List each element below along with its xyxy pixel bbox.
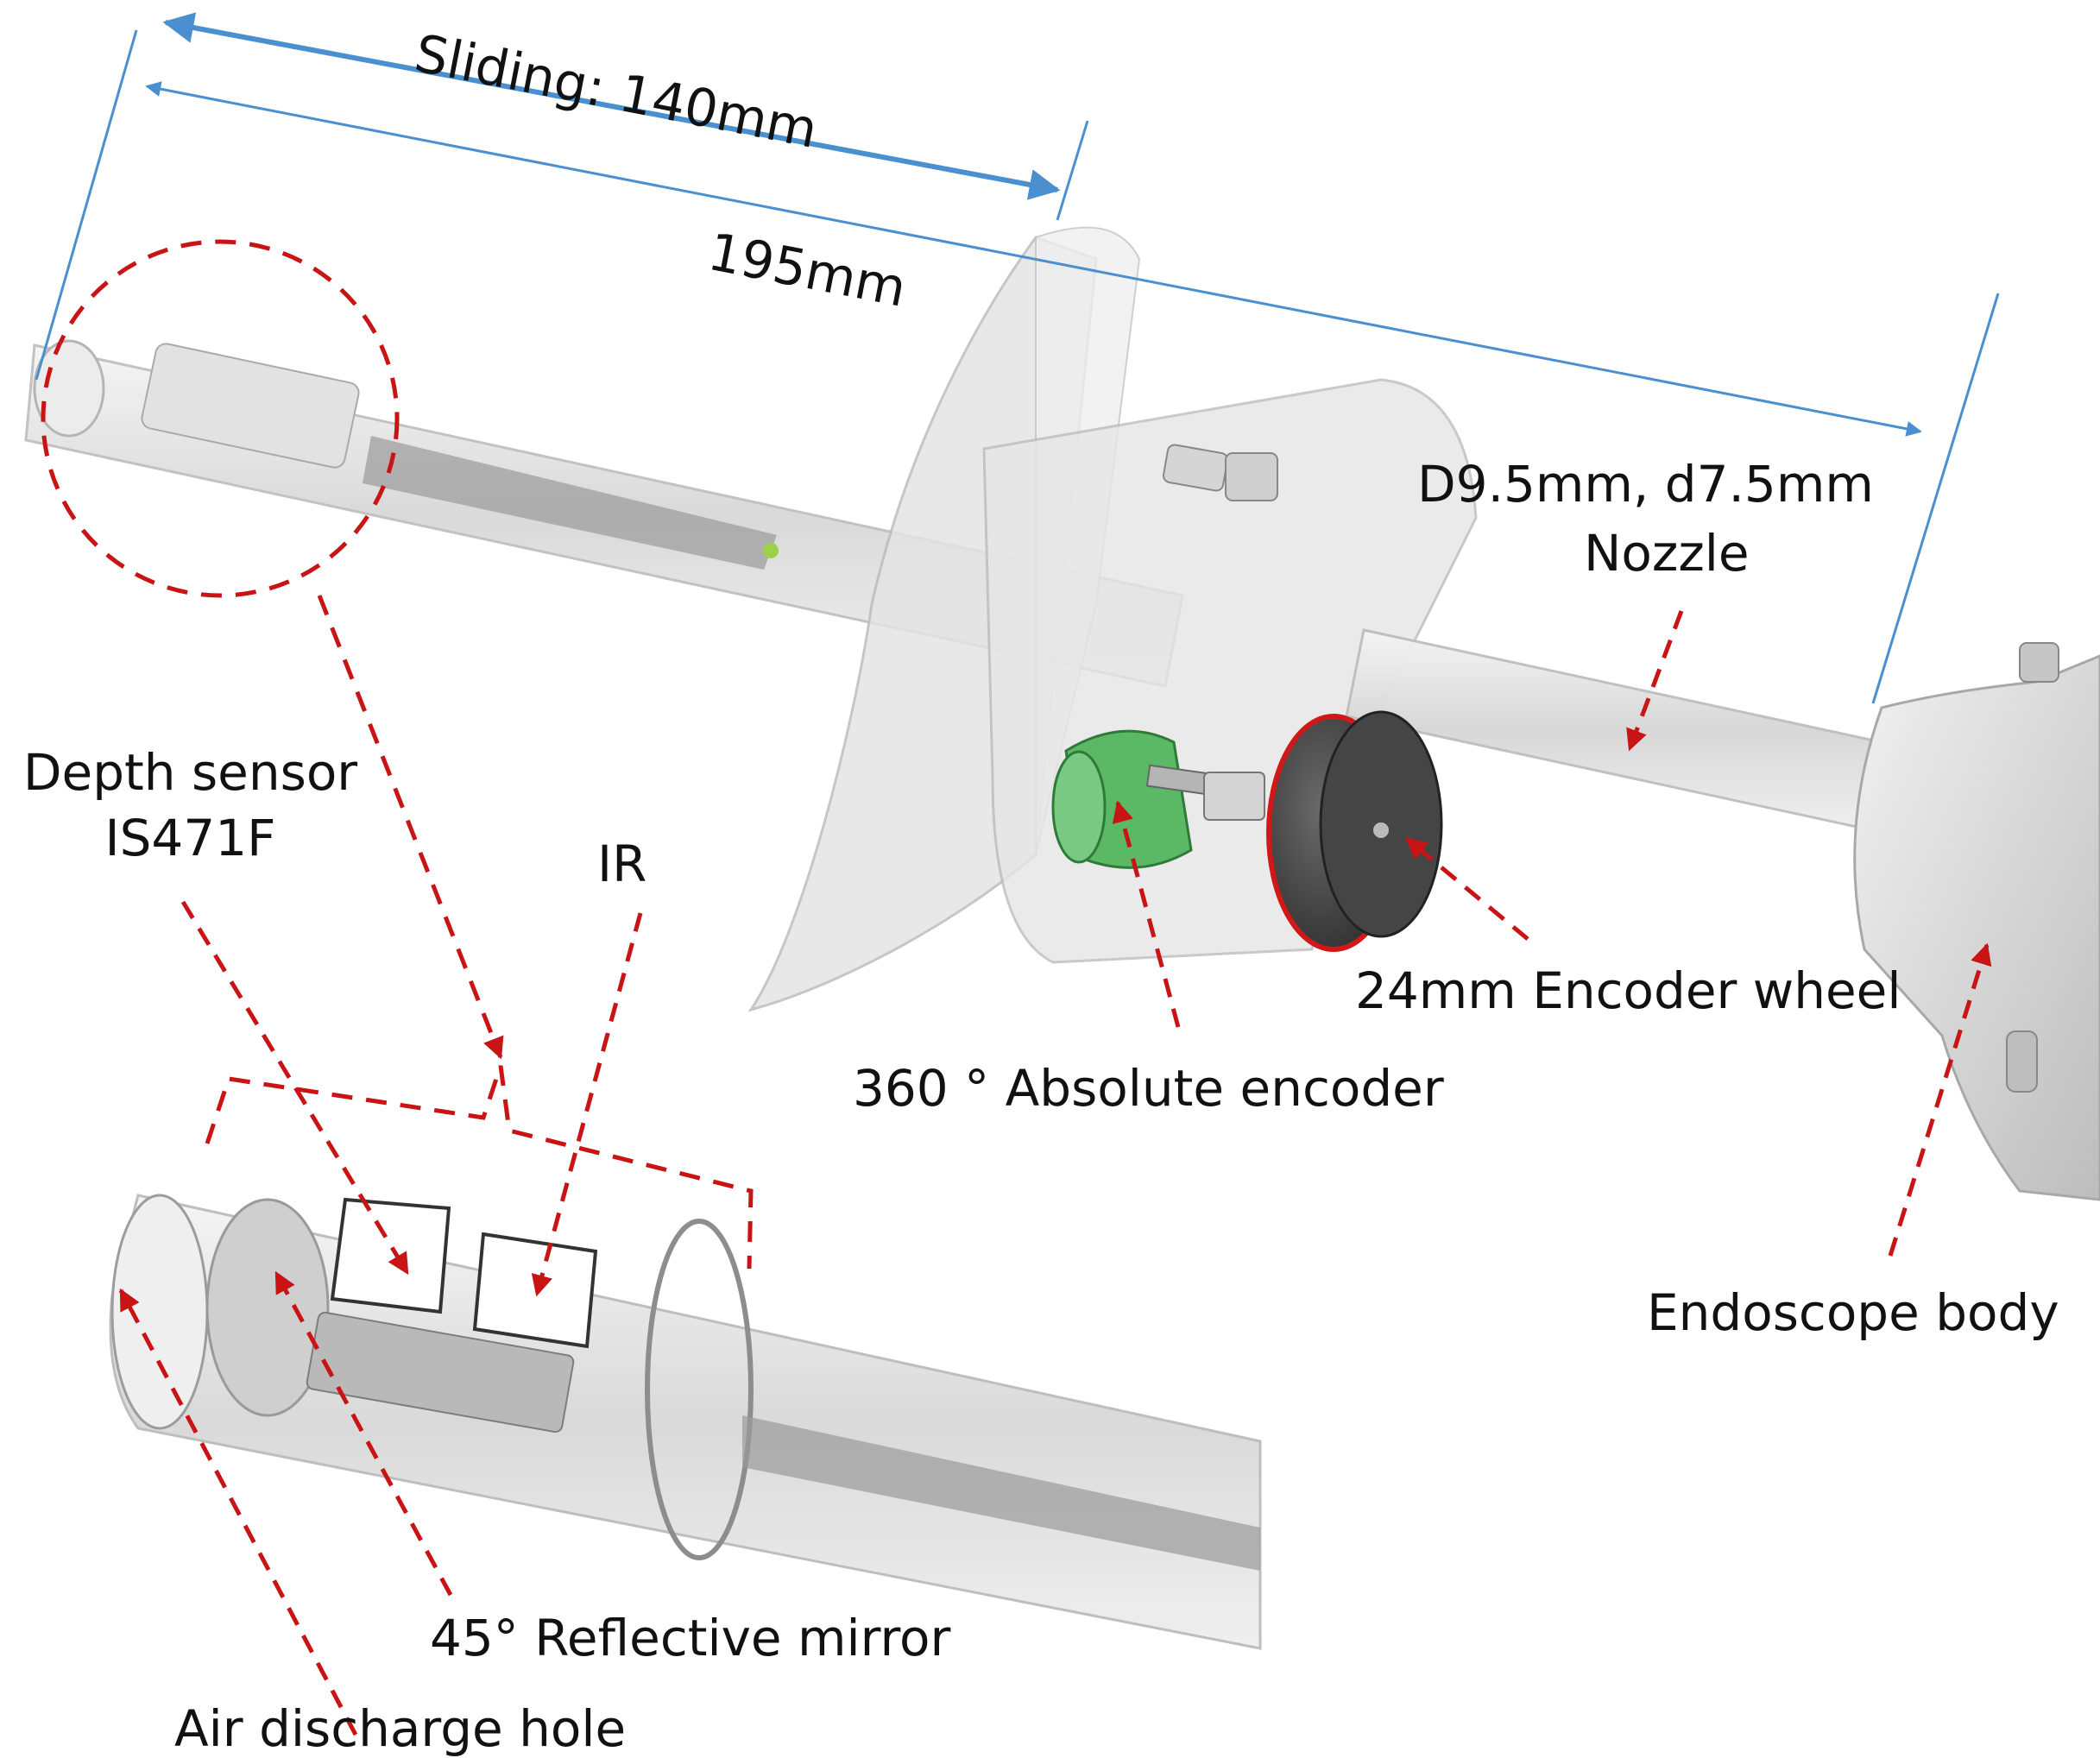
endoscope-body	[1853, 642, 2100, 1201]
detail-bracket	[205, 1065, 754, 1270]
depth-sensor-model-label: IS471F	[104, 809, 276, 867]
endoscope-body-label: Endoscope body	[1647, 1283, 2059, 1342]
nozzle-dims-label: D9.5mm, d7.5mm	[1417, 455, 1874, 514]
reflective-mirror-label: 45° Reflective mirror	[430, 1609, 951, 1667]
absolute-encoder-label: 360 ° Absolute encoder	[853, 1059, 1444, 1118]
length-dimension	[145, 81, 1922, 437]
extension-lines	[35, 29, 2000, 704]
detail-inset	[109, 1194, 1262, 1650]
detail-circle	[41, 239, 504, 1060]
depth-sensor-label: Depth sensor	[22, 743, 358, 802]
encoder-wheel-label: 24mm Encoder wheel	[1355, 961, 1901, 1020]
callout-arrows	[118, 610, 1992, 1736]
ir-label: IR	[597, 835, 647, 893]
encoder-wheel	[1266, 710, 1443, 952]
nozzle-label: Nozzle	[1584, 524, 1750, 583]
absolute-encoder	[1051, 729, 1265, 869]
air-hole-label: Air discharge hole	[174, 1699, 627, 1758]
